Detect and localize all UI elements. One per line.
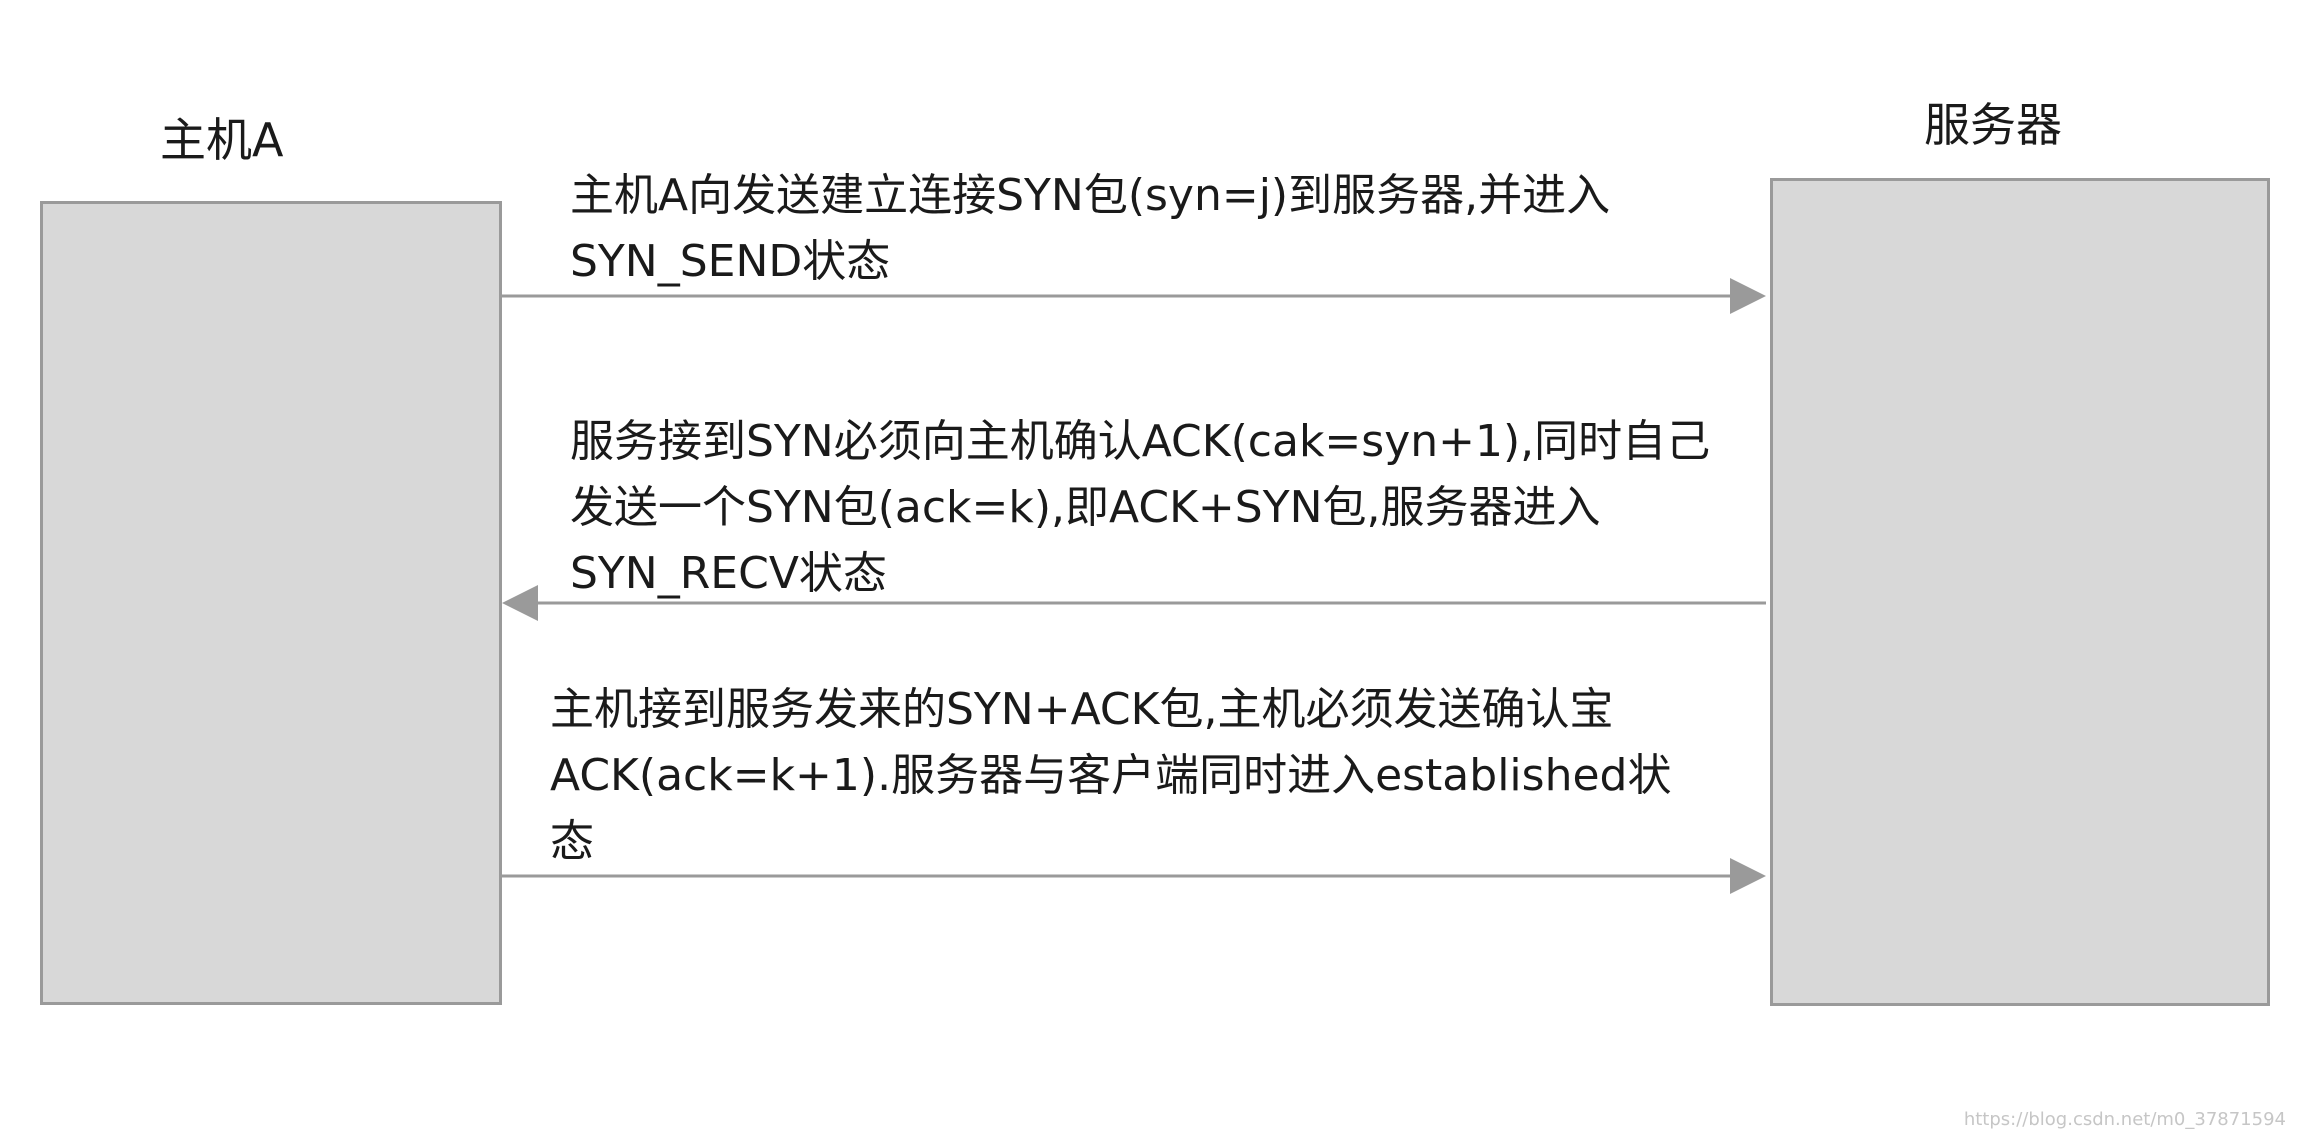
message-line: SYN_RECV状态: [570, 548, 887, 599]
message-line: ACK(ack=k+1).服务器与客户端同时进入established状: [550, 750, 1672, 801]
message-line: SYN_SEND状态: [570, 236, 891, 287]
server-box: [1770, 178, 2270, 1006]
host-a-title: 主机A: [160, 113, 284, 167]
server-title: 服务器: [1924, 98, 2062, 152]
message-syn-ack-label: 服务接到SYN必须向主机确认ACK(cak=syn+1),同时自己 发送一个SY…: [570, 409, 1710, 607]
host-a-box: [40, 201, 502, 1005]
message-line: 服务接到SYN必须向主机确认ACK(cak=syn+1),同时自己: [570, 416, 1711, 467]
arrow-syn-ack: [502, 585, 1766, 621]
message-line: 发送一个SYN包(ack=k),即ACK+SYN包,服务器进入: [570, 482, 1601, 533]
message-line: 主机A向发送建立连接SYN包(syn=j)到服务器,并进入: [570, 170, 1611, 221]
message-syn-label: 主机A向发送建立连接SYN包(syn=j)到服务器,并进入 SYN_SEND状态: [570, 163, 1610, 295]
arrow-ack: [502, 858, 1766, 894]
message-line: 主机接到服务发来的SYN+ACK包,主机必须发送确认宝: [550, 684, 1614, 735]
message-ack-label: 主机接到服务发来的SYN+ACK包,主机必须发送确认宝 ACK(ack=k+1)…: [550, 677, 1671, 875]
watermark: https://blog.csdn.net/m0_37871594: [1963, 1109, 2286, 1130]
arrow-syn: [502, 278, 1766, 314]
message-line: 态: [550, 816, 594, 867]
